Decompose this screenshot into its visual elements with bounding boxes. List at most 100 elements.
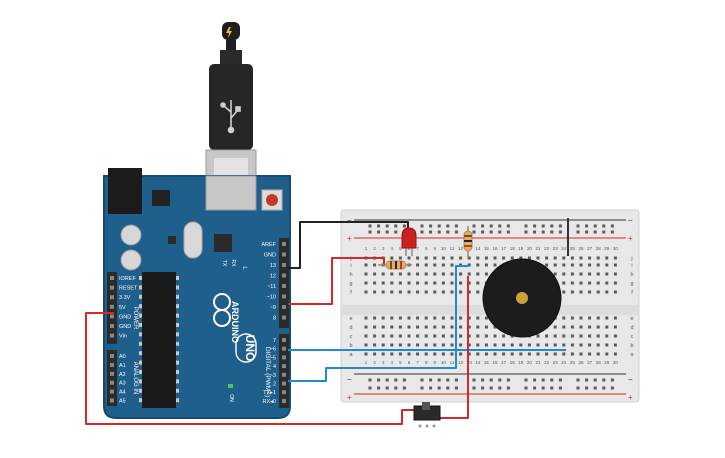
breadboard-hole[interactable]: [381, 352, 385, 356]
rail-hole[interactable]: [429, 378, 433, 382]
breadboard-hole[interactable]: [596, 334, 600, 338]
breadboard-hole[interactable]: [510, 256, 514, 260]
rail-hole[interactable]: [454, 386, 458, 390]
rail-hole[interactable]: [472, 224, 476, 228]
rail-hole[interactable]: [576, 378, 580, 382]
breadboard-hole[interactable]: [450, 256, 454, 260]
breadboard-hole[interactable]: [553, 334, 557, 338]
breadboard-hole[interactable]: [570, 281, 574, 285]
breadboard-hole[interactable]: [588, 325, 592, 329]
breadboard-hole[interactable]: [545, 352, 549, 356]
rail-hole[interactable]: [402, 386, 406, 390]
breadboard-hole[interactable]: [579, 343, 583, 347]
rail-hole[interactable]: [585, 386, 589, 390]
breadboard-hole[interactable]: [441, 352, 445, 356]
rail-hole[interactable]: [437, 230, 441, 234]
rail-hole[interactable]: [533, 230, 537, 234]
rail-hole[interactable]: [550, 224, 554, 228]
rail-hole[interactable]: [385, 386, 389, 390]
breadboard-hole[interactable]: [364, 263, 368, 267]
breadboard-hole[interactable]: [416, 343, 420, 347]
breadboard-hole[interactable]: [459, 256, 463, 260]
breadboard-hole[interactable]: [416, 281, 420, 285]
rail-hole[interactable]: [454, 230, 458, 234]
breadboard-hole[interactable]: [605, 256, 609, 260]
breadboard-hole[interactable]: [398, 272, 402, 276]
breadboard-hole[interactable]: [562, 316, 566, 320]
breadboard-hole[interactable]: [416, 325, 420, 329]
breadboard-hole[interactable]: [579, 290, 583, 294]
breadboard-hole[interactable]: [588, 256, 592, 260]
breadboard-hole[interactable]: [502, 352, 506, 356]
breadboard-hole[interactable]: [441, 281, 445, 285]
breadboard-hole[interactable]: [381, 343, 385, 347]
breadboard-hole[interactable]: [373, 352, 377, 356]
breadboard-hole[interactable]: [424, 290, 428, 294]
rail-hole[interactable]: [602, 378, 606, 382]
breadboard-hole[interactable]: [450, 263, 454, 267]
header-hole[interactable]: [282, 273, 286, 278]
rail-hole[interactable]: [498, 224, 502, 228]
breadboard-hole[interactable]: [605, 316, 609, 320]
breadboard-hole[interactable]: [390, 325, 394, 329]
breadboard-hole[interactable]: [433, 272, 437, 276]
rail-hole[interactable]: [558, 224, 562, 228]
rail-hole[interactable]: [420, 224, 424, 228]
wire-pin10-to-resistor[interactable]: [288, 257, 385, 305]
breadboard-hole[interactable]: [450, 316, 454, 320]
rail-hole[interactable]: [506, 230, 510, 234]
rail-hole[interactable]: [472, 230, 476, 234]
breadboard-hole[interactable]: [390, 352, 394, 356]
header-hole[interactable]: [282, 390, 286, 395]
breadboard-hole[interactable]: [553, 256, 557, 260]
breadboard-hole[interactable]: [596, 263, 600, 267]
rail-hole[interactable]: [446, 378, 450, 382]
wire-5v-to-switch[interactable]: [85, 312, 416, 425]
breadboard-hole[interactable]: [476, 281, 480, 285]
rail-hole[interactable]: [429, 230, 433, 234]
breadboard-hole[interactable]: [467, 343, 471, 347]
breadboard-hole[interactable]: [467, 325, 471, 329]
breadboard-hole[interactable]: [459, 343, 463, 347]
breadboard-hole[interactable]: [450, 290, 454, 294]
breadboard-hole[interactable]: [441, 290, 445, 294]
header-hole[interactable]: [282, 346, 286, 351]
breadboard-hole[interactable]: [484, 272, 488, 276]
breadboard-hole[interactable]: [398, 352, 402, 356]
breadboard-hole[interactable]: [579, 316, 583, 320]
breadboard-hole[interactable]: [562, 256, 566, 260]
breadboard-hole[interactable]: [527, 343, 531, 347]
breadboard-hole[interactable]: [424, 256, 428, 260]
rail-hole[interactable]: [394, 230, 398, 234]
breadboard-hole[interactable]: [381, 325, 385, 329]
rail-hole[interactable]: [429, 386, 433, 390]
breadboard-hole[interactable]: [373, 316, 377, 320]
rail-hole[interactable]: [429, 224, 433, 228]
rail-hole[interactable]: [524, 386, 528, 390]
breadboard-hole[interactable]: [373, 325, 377, 329]
breadboard-hole[interactable]: [416, 334, 420, 338]
breadboard-hole[interactable]: [390, 281, 394, 285]
breadboard-hole[interactable]: [613, 256, 617, 260]
header-hole[interactable]: [282, 338, 286, 342]
breadboard-hole[interactable]: [459, 352, 463, 356]
wire-switch-to-breadboard[interactable]: [438, 276, 469, 419]
breadboard-hole[interactable]: [416, 352, 420, 356]
wire-pin2-to-breadboard[interactable]: [288, 265, 468, 382]
header-hole[interactable]: [282, 398, 286, 403]
breadboard-hole[interactable]: [467, 281, 471, 285]
breadboard-hole[interactable]: [459, 334, 463, 338]
breadboard-hole[interactable]: [373, 290, 377, 294]
breadboard-hole[interactable]: [364, 272, 368, 276]
rail-hole[interactable]: [498, 386, 502, 390]
rail-hole[interactable]: [541, 386, 545, 390]
breadboard-hole[interactable]: [476, 325, 480, 329]
rail-hole[interactable]: [368, 224, 372, 228]
breadboard-hole[interactable]: [433, 334, 437, 338]
resistor-2[interactable]: [463, 226, 473, 258]
reset-button[interactable]: [266, 194, 278, 206]
breadboard-hole[interactable]: [416, 290, 420, 294]
breadboard-hole[interactable]: [407, 256, 411, 260]
breadboard-hole[interactable]: [381, 334, 385, 338]
